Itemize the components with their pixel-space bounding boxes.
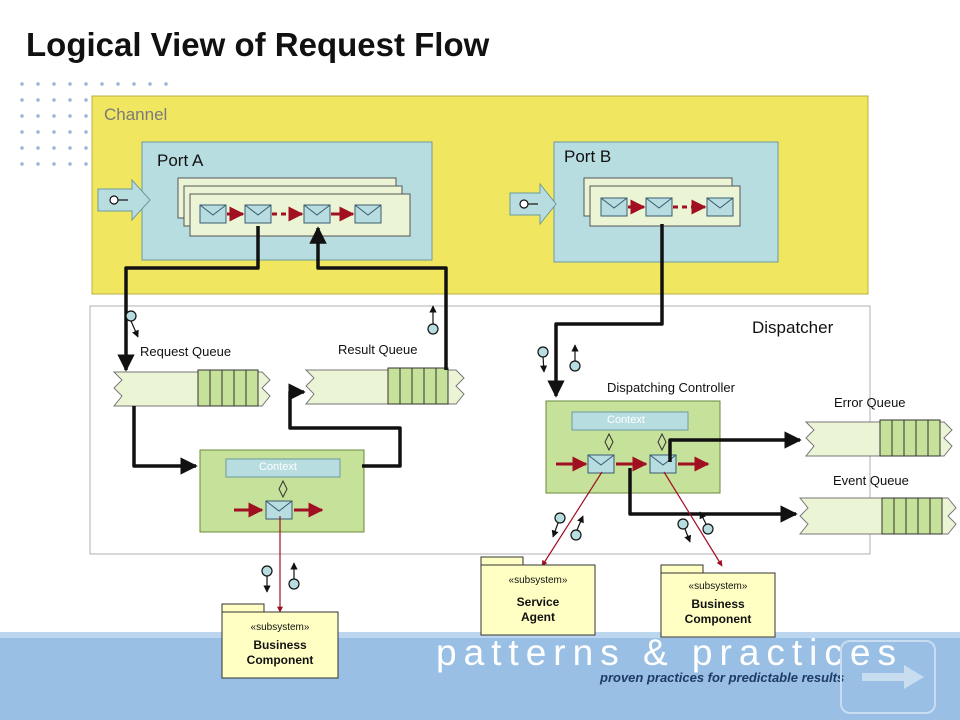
subsystem-links [277,471,723,613]
subsystem-label-service-agent: «subsystem» Service Agent [481,565,595,635]
port-a-processor [199,449,365,533]
message-envelope-icon [354,204,382,224]
subsystem-stereotype: «subsystem» [688,581,748,592]
context-label: Context [607,414,645,426]
event-queue [798,497,957,535]
message-envelope-icon [649,454,677,474]
message-envelope-icon [303,204,331,224]
footer-edge [0,632,960,638]
message-envelope-icon [587,454,615,474]
subsystem-business-component-left [221,603,339,679]
subsystem-service-agent [480,556,596,636]
message-envelope-icon [244,204,272,224]
subsystem-name-line-2: Component [246,653,314,667]
port-a-entry-arrow-icon [97,178,151,222]
subsystem-business-component-right [660,564,776,638]
port-b-label: Port B [564,147,612,166]
footer-band [0,632,960,720]
subsystem-stereotype: «subsystem» [250,622,310,633]
message-envelope-icon [600,197,628,217]
event-queue-label: Event Queue [833,473,909,488]
context-label: Context [259,461,297,473]
error-queue-label: Error Queue [834,395,906,410]
dispatching-controller [545,400,721,494]
subsystem-label-right: «subsystem» Business Component [661,573,775,637]
port-b [553,141,779,263]
error-queue [804,419,953,457]
subsystem-name-line-2: Component [684,612,752,626]
footer-brand: patterns & practices [436,632,903,673]
subsystem-label-left: «subsystem» Business Component [222,612,338,678]
footer-tagline: proven practices for predictable results [600,670,845,685]
message-envelope-icon [645,197,673,217]
channel-label: Channel [104,105,168,124]
result-queue-label: Result Queue [338,342,418,357]
request-queue [112,369,271,407]
subsystem-name-line-1: Service [516,595,560,609]
port-a [141,141,433,261]
subsystem-name-line-1: Business [253,638,307,652]
page-title: Logical View of Request Flow [26,26,490,63]
message-envelope-icon [265,500,293,520]
subsystem-stereotype: «subsystem» [508,575,568,586]
subsystem-name-line-1: Business [691,597,745,611]
port-a-label: Port A [157,151,204,170]
message-envelope-icon [199,204,227,224]
subsystem-name-line-2: Agent [521,610,555,624]
dispatching-controller-label: Dispatching Controller [607,380,735,395]
request-queue-label: Request Queue [140,344,232,359]
dispatcher-label: Dispatcher [752,318,834,337]
footer-arrow-icon [862,665,924,689]
message-envelope-icon [706,197,734,217]
footer-logo-frame [840,640,936,714]
interface-lollipop-icons [125,305,714,593]
port-b-entry-arrow-icon [509,182,557,226]
result-queue [304,367,465,405]
flow-connectors [117,224,802,523]
